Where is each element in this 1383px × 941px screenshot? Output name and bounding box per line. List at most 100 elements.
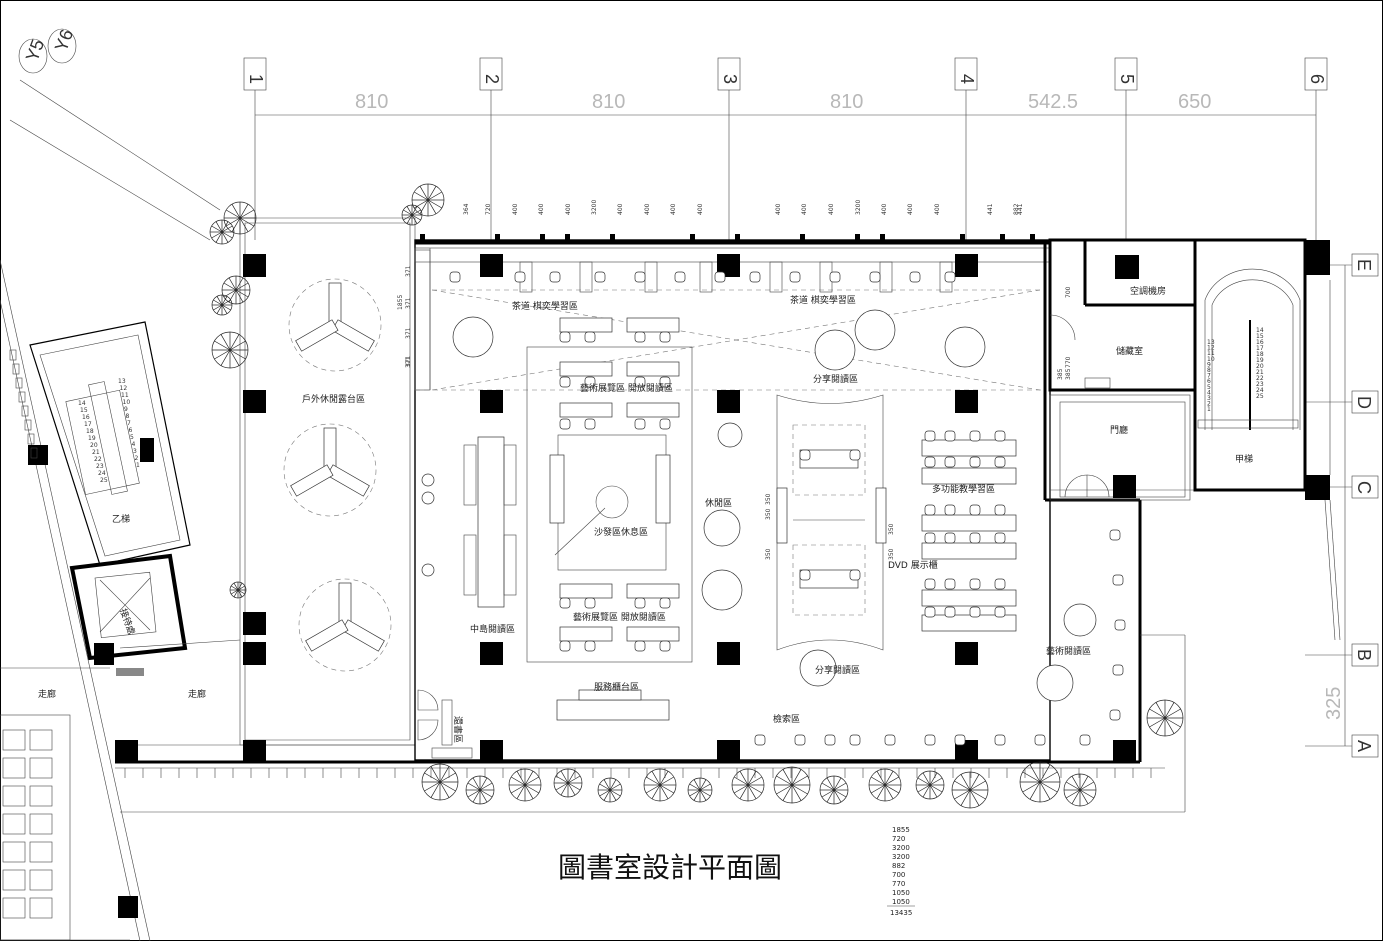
stair-step-number: 19 xyxy=(1256,357,1264,364)
tree xyxy=(819,775,849,805)
tree-branch xyxy=(233,589,239,598)
column xyxy=(118,896,138,918)
small-dimension: 400 xyxy=(881,203,888,215)
chair xyxy=(849,569,861,581)
small-dimension-misc: 350 xyxy=(888,548,895,560)
chair xyxy=(1112,574,1124,586)
tree-branch xyxy=(689,789,701,797)
tree-branch xyxy=(221,231,233,239)
tree-branch xyxy=(472,777,481,791)
small-dimension: 400 xyxy=(697,203,704,215)
row-marker-label: C xyxy=(1354,481,1374,494)
small-dimension-misc: 385 xyxy=(1057,368,1064,380)
tree-branch xyxy=(651,770,661,786)
tree-branch xyxy=(230,585,239,591)
tree-branch xyxy=(479,789,493,798)
tree-branch xyxy=(870,776,886,786)
column xyxy=(1115,255,1139,279)
column xyxy=(243,740,266,763)
tree-branch xyxy=(221,231,229,243)
parking-stall xyxy=(29,785,53,807)
stair-step-number: 11 xyxy=(1207,350,1215,357)
tree-branch xyxy=(555,775,569,784)
column xyxy=(243,254,266,277)
tree-branch xyxy=(922,772,931,786)
tree-branch xyxy=(603,779,611,791)
stair-step-number: 23 xyxy=(1256,381,1264,388)
tree-branch xyxy=(1079,781,1095,791)
tree-branch xyxy=(733,776,749,786)
tree-branch xyxy=(439,772,456,783)
round-table xyxy=(814,329,856,371)
stair-step-number: 18 xyxy=(1256,351,1264,358)
tree-branch xyxy=(214,340,231,351)
column xyxy=(243,612,266,635)
tree-branch xyxy=(239,217,255,227)
summary-value: 720 xyxy=(892,835,905,843)
chair xyxy=(924,578,936,590)
stair-step-number: 4 xyxy=(1207,389,1211,396)
tree-branch xyxy=(567,775,581,784)
outdoor-terrace-label: 戶外休閒露台區 xyxy=(302,393,365,405)
tree-branch xyxy=(221,304,228,314)
corridor-left-label: 走廊 xyxy=(38,688,56,700)
stair-step-number: 17 xyxy=(1256,345,1264,352)
tea-chess-left-label: 茶道 棋奕學習區 xyxy=(512,300,578,312)
tree-branch xyxy=(791,775,808,786)
tree-branch xyxy=(467,782,481,791)
wall-pilaster xyxy=(1000,234,1005,242)
small-dimension: 400 xyxy=(801,203,808,215)
column xyxy=(955,740,978,763)
wall-pilasters xyxy=(420,234,1035,293)
chair xyxy=(659,640,671,652)
tree-branch xyxy=(1039,764,1051,783)
row-marker-label: E xyxy=(1354,259,1374,271)
tree-branch xyxy=(826,789,835,803)
tree-branch xyxy=(870,784,886,794)
column-marker-label: 4 xyxy=(957,74,977,84)
search-label: 檢索區 xyxy=(773,713,800,725)
stair-step-number: 2 xyxy=(135,455,139,462)
small-dimension-side: 371 xyxy=(405,356,412,368)
tree-branch xyxy=(411,206,418,216)
tree-branch xyxy=(411,214,418,224)
stair-b-step-numbers: 1312111098765432114151617181920212223242… xyxy=(78,378,140,484)
chair xyxy=(754,734,766,746)
tree xyxy=(223,201,257,235)
tree-branch xyxy=(567,782,581,791)
stair-step-number: 1 xyxy=(136,462,140,469)
tree-branch xyxy=(221,304,231,311)
service-desk xyxy=(556,689,670,721)
window-mark xyxy=(21,405,29,417)
tree-branch xyxy=(472,789,481,803)
tree-branch xyxy=(231,203,241,219)
tree-branch xyxy=(427,199,437,215)
stair-a-building: 甲梯 xyxy=(1140,238,1341,812)
window-mark xyxy=(9,349,17,361)
chair xyxy=(994,430,1006,442)
parking-stall xyxy=(2,813,26,835)
table xyxy=(626,317,680,333)
tree-branch xyxy=(599,789,611,797)
tree-branch xyxy=(524,770,534,786)
window-mark xyxy=(30,447,38,459)
dimension-value: 542.5 xyxy=(1028,91,1078,113)
tree-branch xyxy=(929,784,943,793)
lounger-footprint xyxy=(283,423,377,517)
stair-step-number: 2 xyxy=(1207,401,1211,408)
parking-stall xyxy=(2,757,26,779)
lounger-footprint xyxy=(298,578,392,672)
tree-branch xyxy=(821,789,835,798)
summary-total: 13435 xyxy=(890,909,912,917)
small-dimension: 400 xyxy=(565,203,572,215)
chair xyxy=(994,504,1006,516)
dimension-value: 650 xyxy=(1178,91,1211,113)
tree-branch xyxy=(1039,771,1058,783)
chair xyxy=(924,734,936,746)
chair xyxy=(634,597,646,609)
window-mark xyxy=(27,433,35,445)
tree-branch xyxy=(524,784,534,800)
tree-branch xyxy=(929,772,938,786)
tree-branch xyxy=(215,231,223,243)
